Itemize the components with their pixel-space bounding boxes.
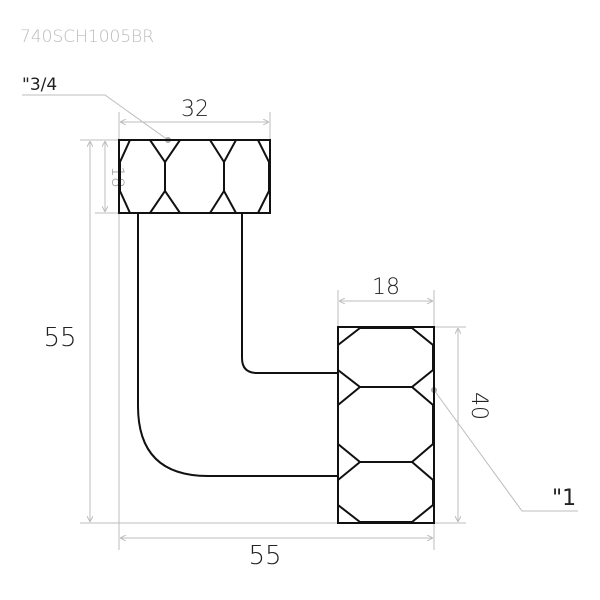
dim-top-width: 32: [181, 97, 209, 122]
dim-right-height: 40: [466, 392, 491, 420]
dim-right-width: 18: [372, 275, 400, 300]
top-nut: [118, 139, 271, 214]
right-nut: [337, 326, 435, 524]
leader-top: [22, 94, 169, 141]
pipe-outer: [137, 213, 338, 477]
pipe-inner: [241, 213, 338, 374]
dim-overall-height: 55: [43, 323, 76, 353]
product-code: 740SCH1005BR: [20, 27, 154, 47]
dim-top-height: 18: [107, 166, 127, 188]
thread-right-label: "1: [552, 486, 576, 511]
thread-top-label: "3/4: [22, 75, 57, 95]
dim-overall-width: 55: [248, 541, 281, 571]
leader-right: [433, 389, 578, 512]
